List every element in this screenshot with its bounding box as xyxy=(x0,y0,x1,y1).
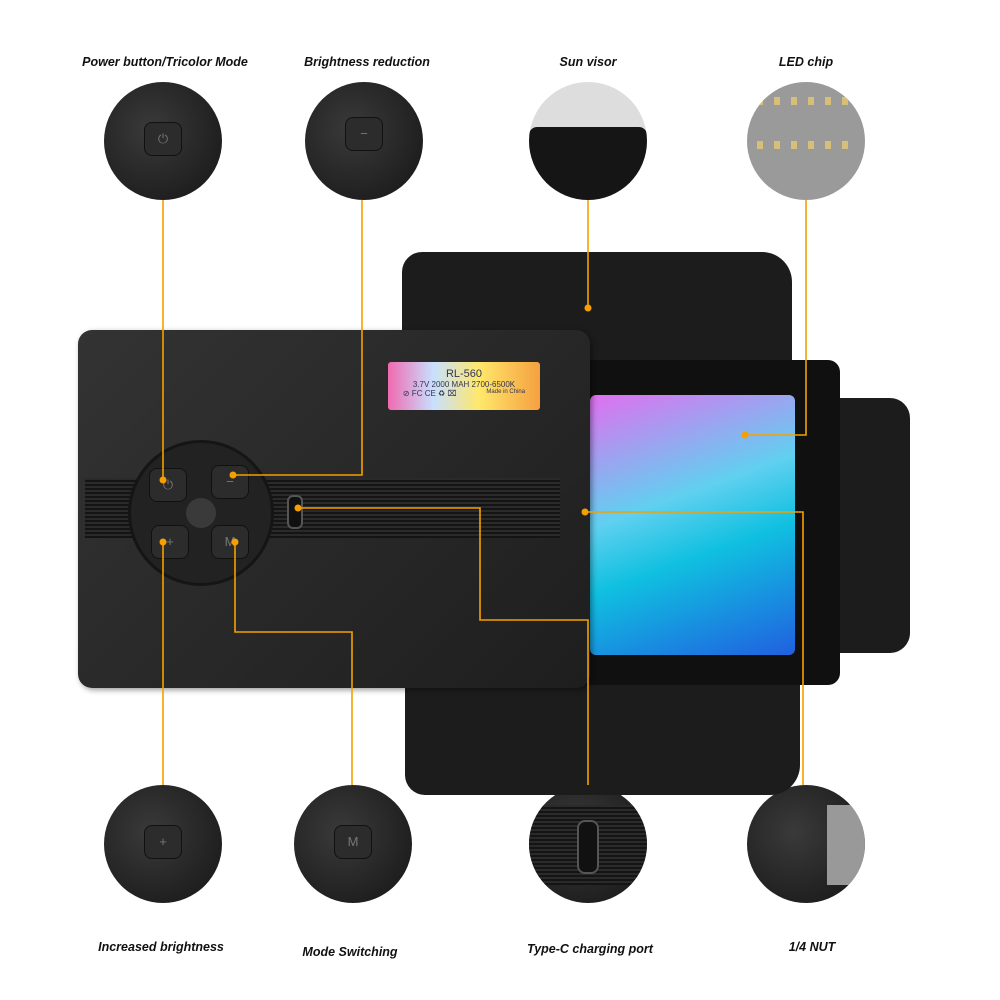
origin: Made in China xyxy=(486,389,526,395)
label-brightness-up: Increased brightness xyxy=(98,940,224,954)
power-button[interactable]: ⏻ xyxy=(149,468,187,502)
plus-button[interactable]: + xyxy=(151,525,189,559)
label-mode: Mode Switching xyxy=(302,945,398,959)
detail-typec-port xyxy=(529,785,647,903)
label-power: Power button/Tricolor Mode xyxy=(82,55,248,69)
label-nut: 1/4 NUT xyxy=(788,940,836,954)
plus-icon: + xyxy=(144,825,182,859)
led-panel xyxy=(590,395,795,655)
detail-sun-visor xyxy=(529,82,647,200)
detail-led-chip xyxy=(747,82,865,200)
detail-plus-button: + xyxy=(104,785,222,903)
detail-power-button: ⏻ xyxy=(104,82,222,200)
minus-icon: − xyxy=(345,117,383,151)
minus-button[interactable]: − xyxy=(211,465,249,499)
label-brightness-down: Brightness reduction xyxy=(304,55,430,69)
label-typec: Type-C charging port xyxy=(527,942,653,956)
label-led-chip: LED chip xyxy=(778,55,834,69)
detail-nut xyxy=(747,785,865,903)
spec-sticker: RL-560 3.7V 2000 MAH 2700-6500K ⊘ FC CE … xyxy=(388,362,540,410)
cert-marks: ⊘ FC CE ♻ ⌧ xyxy=(402,389,457,398)
spec: 3.7V 2000 MAH 2700-6500K xyxy=(412,380,516,389)
typec-port[interactable] xyxy=(287,495,303,529)
detail-mode-button: M xyxy=(294,785,412,903)
model: RL-560 xyxy=(445,368,483,380)
mode-icon: M xyxy=(334,825,372,859)
detail-minus-button: − xyxy=(305,82,423,200)
label-sun-visor: Sun visor xyxy=(559,55,617,69)
control-dial: ⏻ − + M xyxy=(128,440,274,586)
barn-door-bottom[interactable] xyxy=(405,685,800,795)
mode-button[interactable]: M xyxy=(211,525,249,559)
center-knob xyxy=(186,498,216,528)
power-icon: ⏻ xyxy=(144,122,182,156)
